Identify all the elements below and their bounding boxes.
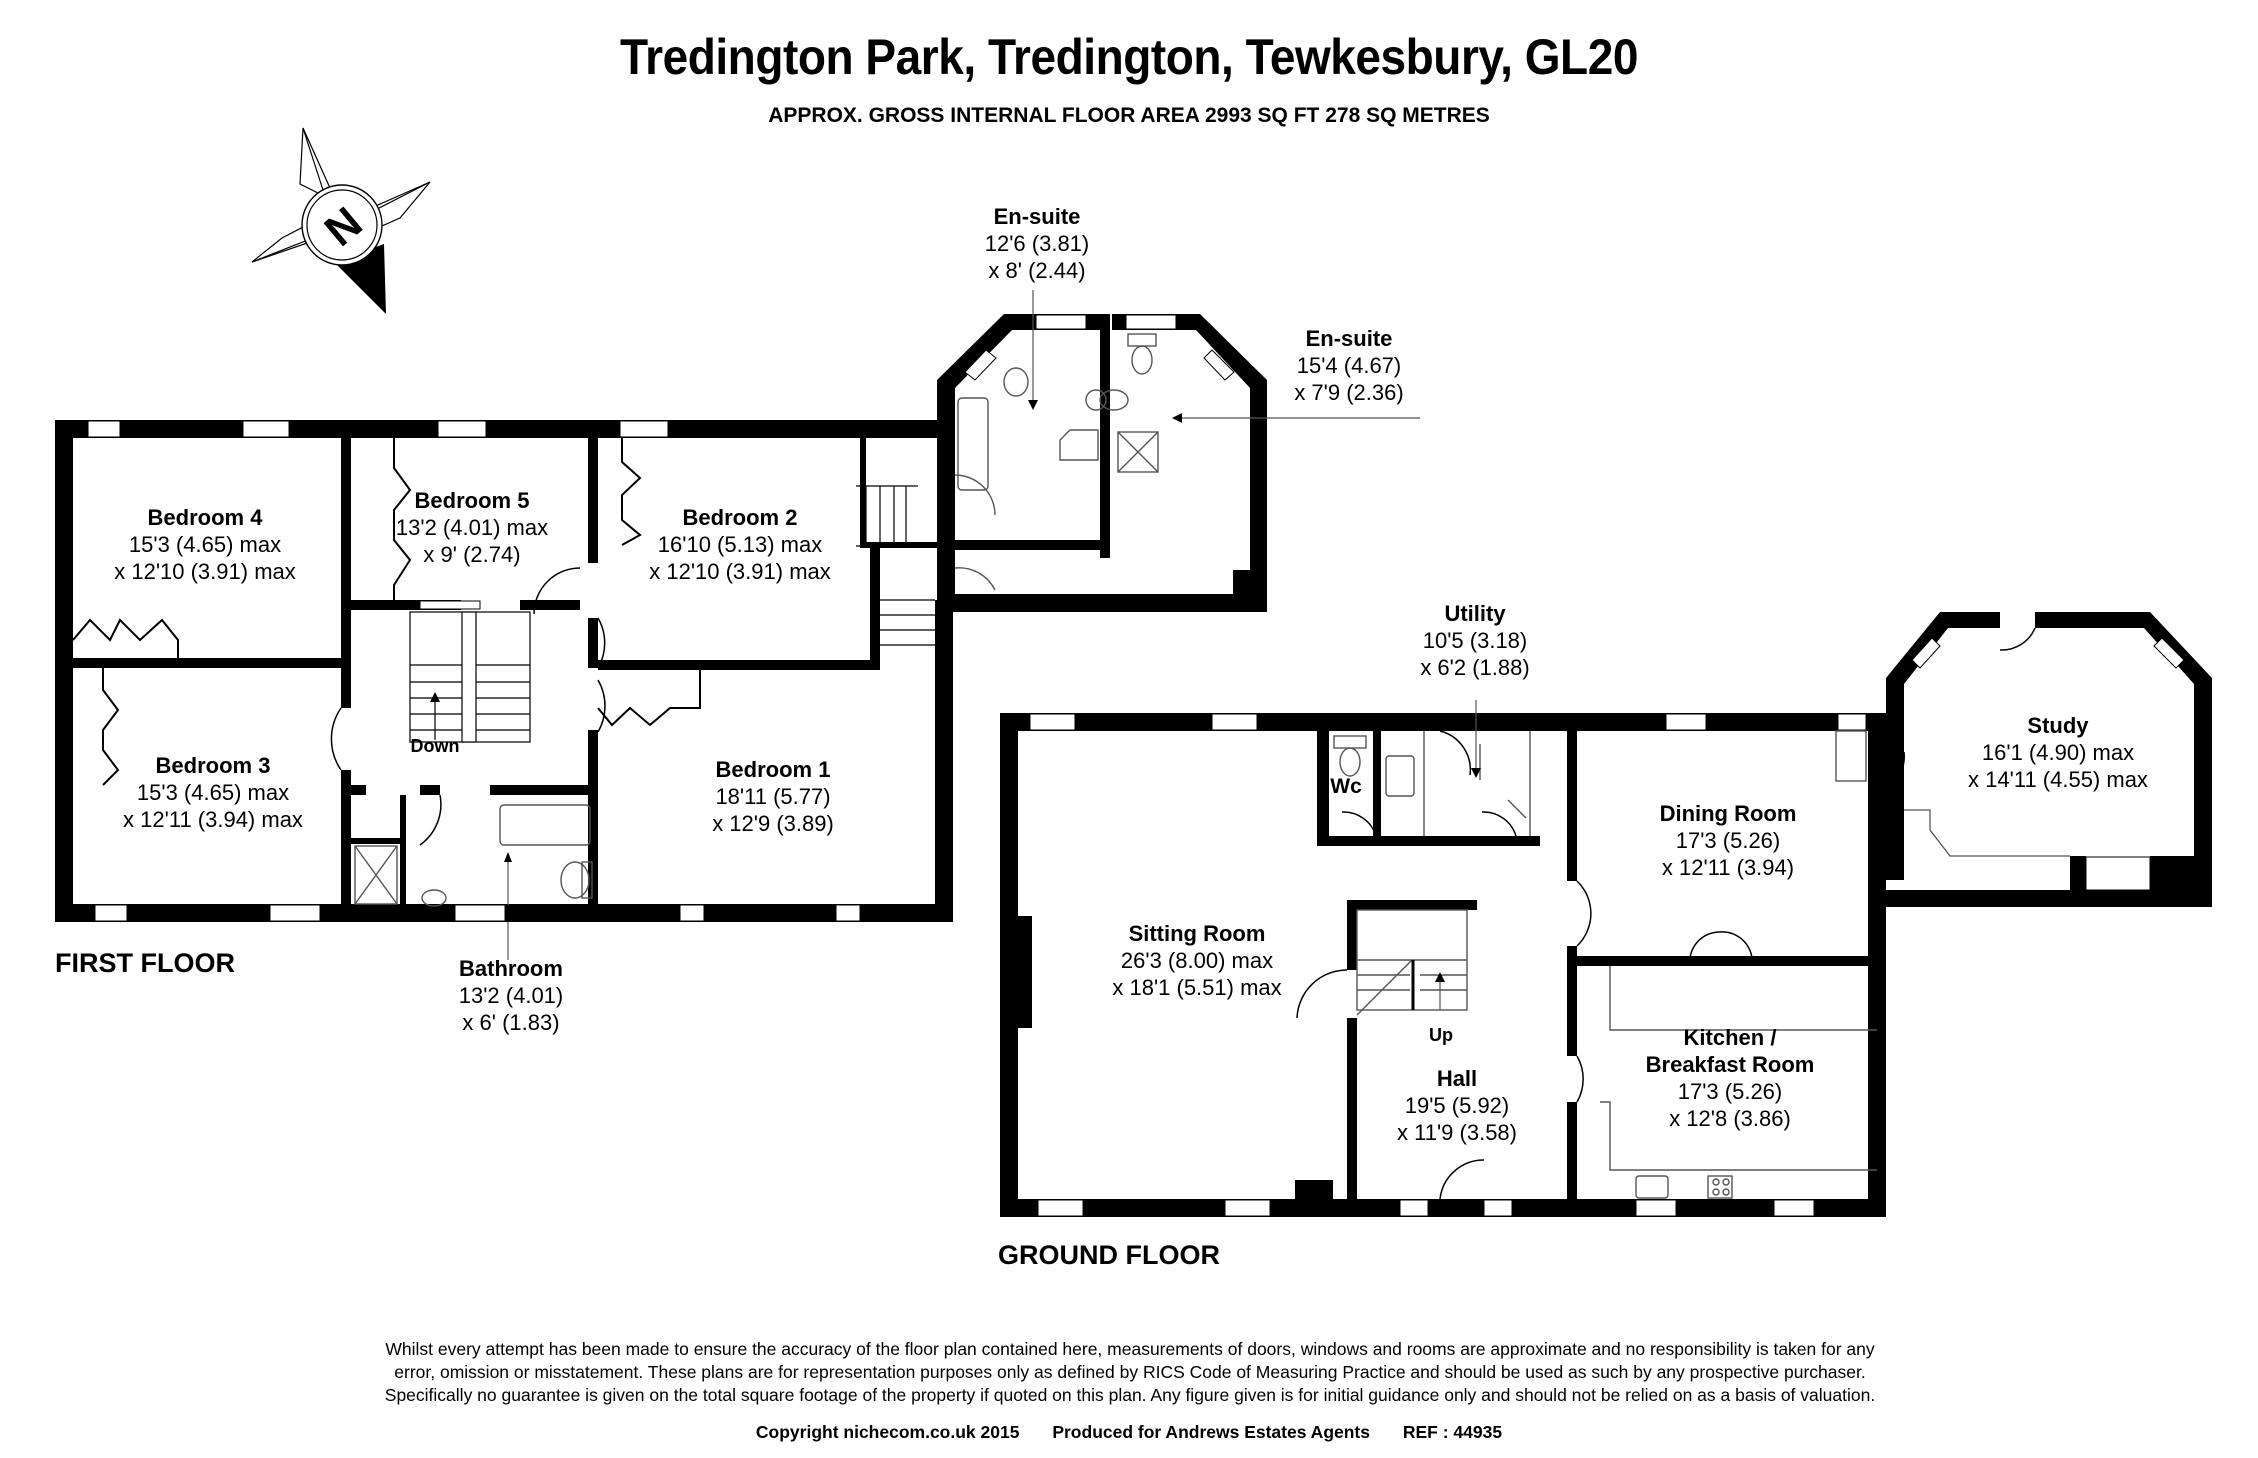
room-dimension: 16'10 (5.13) max bbox=[657, 532, 823, 557]
disclaimer-line: Whilst every attempt has been made to en… bbox=[385, 1339, 1875, 1359]
floor-area-subtitle: APPROX. GROSS INTERNAL FLOOR AREA 2993 S… bbox=[768, 104, 1490, 127]
room-name: Utility bbox=[1444, 601, 1506, 626]
room-name: Bathroom bbox=[459, 956, 563, 981]
room-name: Sitting Room bbox=[1128, 921, 1266, 946]
room-kitchen-breakfast: Kitchen / Breakfast Room 17'3 (5.26) x 1… bbox=[1646, 1024, 1815, 1132]
room-dimension: 15'4 (4.67) bbox=[1296, 353, 1402, 378]
room-dimension: 17'3 (5.26) bbox=[1677, 1079, 1783, 1104]
room-bedroom-2: Bedroom 2 16'10 (5.13) max x 12'10 (3.91… bbox=[649, 504, 831, 585]
room-dimension: 17'3 (5.26) bbox=[1675, 828, 1781, 853]
room-dimension: x 18'1 (5.51) max bbox=[1112, 975, 1282, 1000]
wc-label: Wc bbox=[1330, 775, 1362, 798]
plan-title: Tredington Park, Tredington, Tewkesbury,… bbox=[620, 29, 1638, 85]
room-dimension: 13'2 (4.01) bbox=[458, 983, 564, 1008]
disclaimer: Whilst every attempt has been made to en… bbox=[260, 1338, 2000, 1407]
room-dimension: x 8' (2.44) bbox=[988, 258, 1086, 283]
room-bedroom-5: Bedroom 5 13'2 (4.01) max x 9' (2.74) bbox=[396, 487, 548, 568]
room-dimension: 18'11 (5.77) bbox=[715, 784, 831, 809]
produced-for-text: Produced for Andrews Estates Agents bbox=[1052, 1422, 1370, 1442]
room-dimension: x 12'8 (3.86) bbox=[1669, 1106, 1791, 1131]
north-arrow-icon: N bbox=[251, 127, 431, 314]
copyright-text: Copyright nichecom.co.uk 2015 bbox=[755, 1422, 1020, 1442]
room-dimension: x 12'11 (3.94) bbox=[1661, 855, 1795, 880]
room-dimension: x 9' (2.74) bbox=[423, 542, 521, 567]
room-dimension: 15'3 (4.65) max bbox=[136, 780, 290, 805]
room-ensuite-2: En-suite 15'4 (4.67) x 7'9 (2.36) bbox=[1294, 325, 1403, 406]
room-name: Hall bbox=[1436, 1066, 1478, 1091]
room-dimension: 19'5 (5.92) bbox=[1404, 1093, 1510, 1118]
room-hall: Hall 19'5 (5.92) x 11'9 (3.58) bbox=[1397, 1065, 1517, 1146]
room-dimension: x 14'11 (4.55) max bbox=[1968, 767, 2148, 792]
room-bathroom: Bathroom 13'2 (4.01) x 6' (1.83) bbox=[459, 955, 564, 1036]
room-dimension: x 12'10 (3.91) max bbox=[114, 559, 296, 584]
room-name: Bedroom 1 bbox=[715, 757, 831, 782]
room-dining-room: Dining Room 17'3 (5.26) x 12'11 (3.94) bbox=[1660, 800, 1797, 881]
room-study: Study 16'1 (4.90) max x 14'11 (4.55) max bbox=[1968, 712, 2148, 793]
room-dimension: x 6' (1.83) bbox=[462, 1010, 560, 1035]
room-bedroom-4: Bedroom 4 15'3 (4.65) max x 12'10 (3.91)… bbox=[114, 504, 296, 585]
disclaimer-line: error, omission or misstatement. These p… bbox=[394, 1362, 1866, 1382]
room-dimension: 10'5 (3.18) bbox=[1422, 628, 1528, 653]
room-name: Study bbox=[2027, 713, 2089, 738]
room-dimension: x 7'9 (2.36) bbox=[1294, 380, 1404, 405]
first-floor-label: FIRST FLOOR bbox=[55, 948, 235, 978]
room-dimension: 26'3 (8.00) max bbox=[1120, 948, 1274, 973]
room-dimension: x 6'2 (1.88) bbox=[1420, 655, 1530, 680]
room-bedroom-3: Bedroom 3 15'3 (4.65) max x 12'11 (3.94)… bbox=[123, 752, 303, 833]
room-name: Bedroom 3 bbox=[155, 753, 271, 778]
room-dimension: 12'6 (3.81) bbox=[984, 231, 1090, 256]
first-floor-plan bbox=[55, 420, 954, 960]
room-dimension: x 12'10 (3.91) max bbox=[649, 559, 831, 584]
room-dimension: x 12'11 (3.94) max bbox=[123, 807, 303, 832]
room-utility: Utility 10'5 (3.18) x 6'2 (1.88) bbox=[1420, 600, 1529, 681]
room-name-line2: Breakfast Room bbox=[1645, 1052, 1815, 1077]
room-ensuite-1: En-suite 12'6 (3.81) x 8' (2.44) bbox=[985, 203, 1090, 284]
room-name: En-suite bbox=[1305, 326, 1393, 351]
ground-floor-plan bbox=[1000, 700, 1886, 1217]
room-dimension: 13'2 (4.01) max bbox=[395, 515, 549, 540]
room-name: Bedroom 5 bbox=[414, 488, 530, 513]
ground-floor-label: GROUND FLOOR bbox=[998, 1240, 1220, 1270]
reference-number: REF : 44935 bbox=[1402, 1422, 1503, 1442]
copyright-line: Copyright nichecom.co.uk 2015 Produced f… bbox=[0, 1422, 2258, 1443]
room-dimension: 15'3 (4.65) max bbox=[128, 532, 282, 557]
stairs-up-label: Up bbox=[1429, 1025, 1453, 1045]
disclaimer-line: Specifically no guarantee is given on th… bbox=[384, 1385, 1876, 1405]
room-name: Bedroom 4 bbox=[147, 505, 263, 530]
room-name: En-suite bbox=[993, 204, 1081, 229]
stairs-down-label: Down bbox=[410, 736, 460, 756]
room-sitting-room: Sitting Room 26'3 (8.00) max x 18'1 (5.5… bbox=[1112, 920, 1281, 1001]
room-dimension: x 12'9 (3.89) bbox=[712, 811, 834, 836]
room-dimension: 16'1 (4.90) max bbox=[1981, 740, 2135, 765]
ensuite-block-plan bbox=[937, 290, 1420, 612]
room-name: Dining Room bbox=[1659, 801, 1797, 826]
room-name: Bedroom 2 bbox=[682, 505, 798, 530]
room-bedroom-1: Bedroom 1 18'11 (5.77) x 12'9 (3.89) bbox=[712, 756, 834, 837]
room-name: Kitchen / bbox=[1683, 1025, 1777, 1050]
study-plan bbox=[1885, 612, 2212, 907]
room-dimension: x 11'9 (3.58) bbox=[1397, 1120, 1517, 1145]
